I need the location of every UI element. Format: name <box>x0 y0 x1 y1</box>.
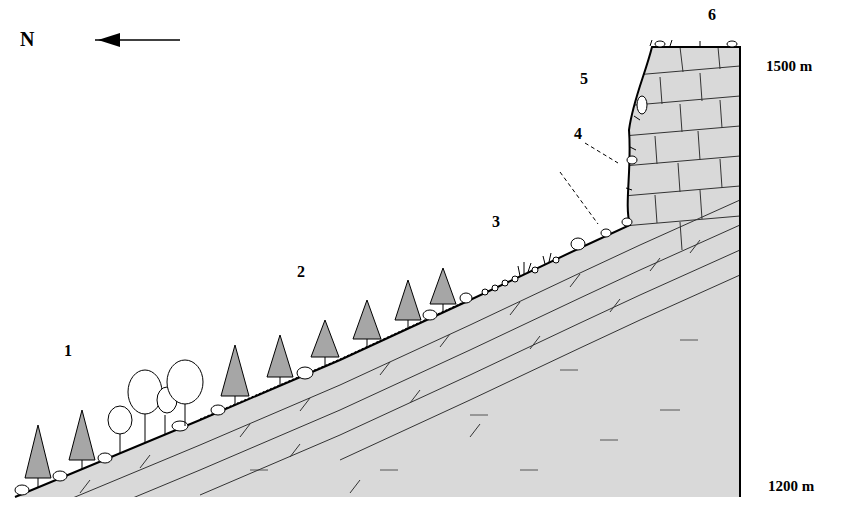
altitude-label: 1200 m <box>768 478 814 495</box>
zone-number: 1 <box>64 342 72 360</box>
zone-number: 2 <box>297 263 305 281</box>
zone-number: 5 <box>580 70 588 88</box>
zone-number: 6 <box>708 6 716 24</box>
zone-number: 4 <box>574 125 582 143</box>
slope-outline <box>15 47 740 497</box>
rock-body <box>15 47 740 497</box>
north-label: N <box>20 28 34 50</box>
north-arrow <box>95 33 180 47</box>
zone-number: 3 <box>492 213 500 231</box>
altitude-label: 1500 m <box>766 58 812 75</box>
conifer-trees <box>25 268 456 487</box>
rocks <box>15 41 737 495</box>
ground-cover <box>200 40 700 419</box>
leader-lines <box>560 143 618 224</box>
deciduous-trees <box>108 360 203 453</box>
rock-pattern <box>15 47 740 513</box>
